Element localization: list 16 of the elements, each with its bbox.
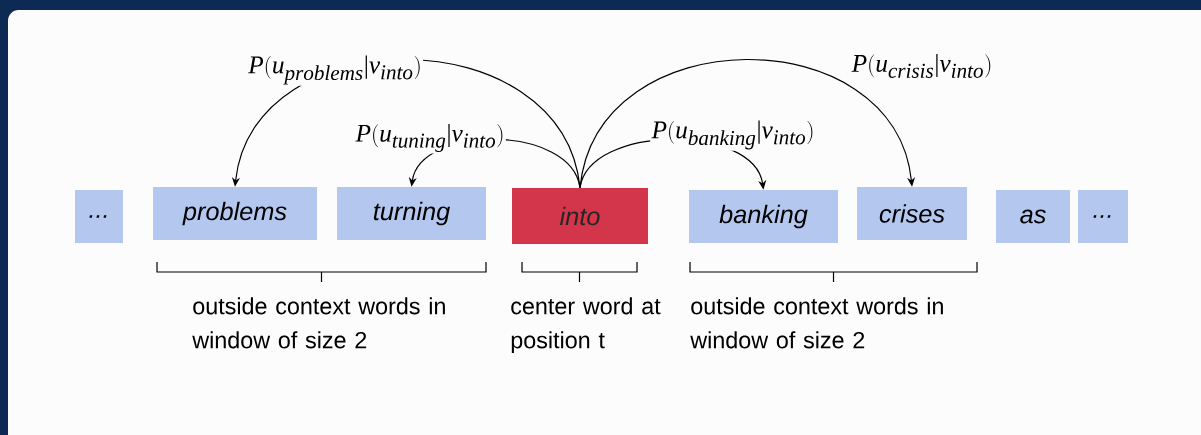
word-box: turning <box>337 187 486 240</box>
caption-text: outside context words in window of size 2 <box>192 297 445 349</box>
edge-label: $P(u_{crisis} |v_{into})$ <box>850 52 994 80</box>
word-box: ... <box>75 190 123 243</box>
word-box: ... <box>1078 190 1128 243</box>
caption-text: center word at position t <box>511 297 661 353</box>
arrow <box>579 58 916 189</box>
edge-label: $P(u_{tuning} | v_{into})$ <box>354 122 506 154</box>
word-box: crises <box>857 187 967 240</box>
caption-text: outside context words in window of size 2 <box>690 297 943 349</box>
word-box: banking <box>689 190 838 243</box>
edge-label: $P(u_{problems} | v_{into})$ <box>246 54 424 86</box>
edge-label: $P(u_{banking} |v_{into})$ <box>650 119 816 151</box>
word-box: problems <box>153 187 317 240</box>
word-box: as <box>996 190 1070 243</box>
center-word-box: into <box>512 188 648 244</box>
